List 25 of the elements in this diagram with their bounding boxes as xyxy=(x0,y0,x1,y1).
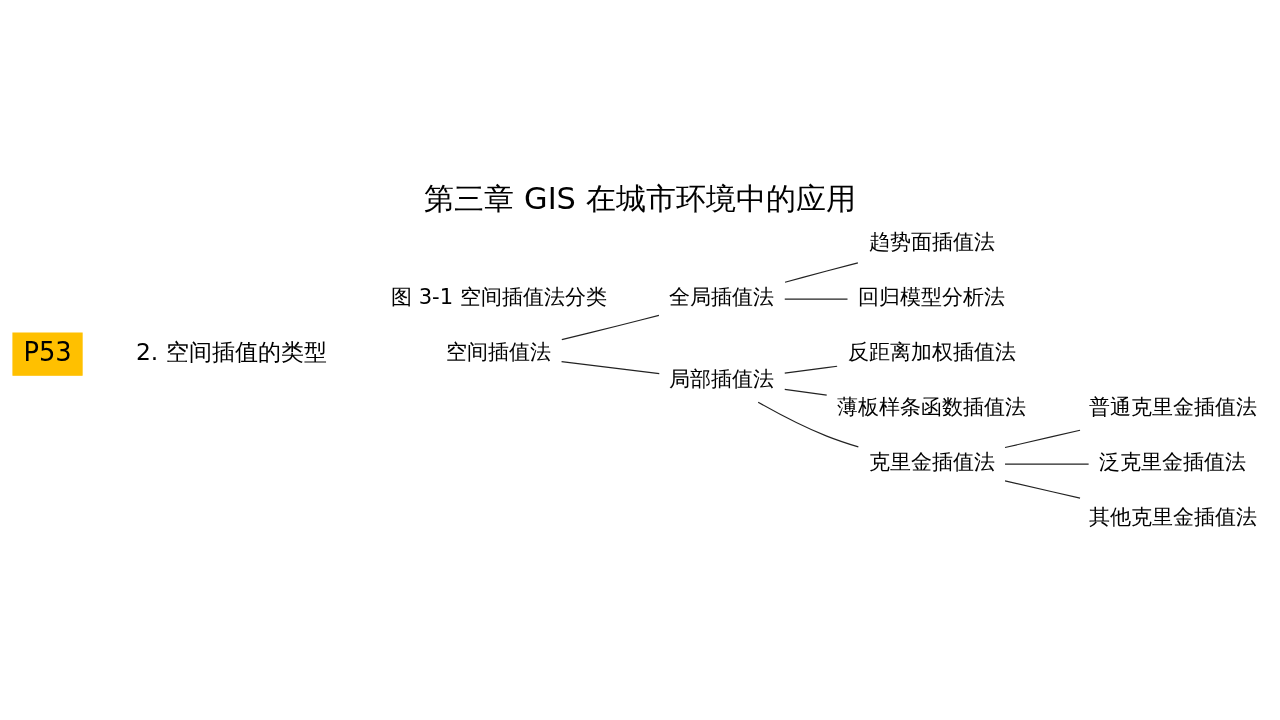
connector xyxy=(561,314,660,341)
connector xyxy=(1004,480,1081,499)
node-text: 局部插值法 xyxy=(669,366,775,392)
node-text: 其他克里金插值法 xyxy=(1088,504,1257,530)
node-text: 趋势面插值法 xyxy=(868,229,995,255)
node-text: 泛克里金插值法 xyxy=(1099,449,1247,475)
node-text: 反距离加权插值法 xyxy=(847,339,1016,365)
connector xyxy=(1004,463,1090,465)
connector xyxy=(784,262,859,283)
node-text: 普通克里金插值法 xyxy=(1088,394,1257,420)
connector xyxy=(784,365,838,374)
connector xyxy=(784,298,849,300)
connector xyxy=(560,361,660,375)
caption: 图 3-1 空间插值法分类 xyxy=(391,284,607,310)
node-box: P53 xyxy=(12,332,83,376)
node-text: 克里金插值法 xyxy=(868,449,995,475)
label: 2. 空间插值的类型 xyxy=(135,338,327,366)
connector xyxy=(1004,429,1081,449)
node-text: 空间插值法 xyxy=(446,339,552,365)
node-text: 薄板样条函数插值法 xyxy=(837,394,1027,420)
connector xyxy=(784,388,828,396)
connector xyxy=(757,401,859,448)
node-text: 全局插值法 xyxy=(669,284,775,310)
node-text: 回归模型分析法 xyxy=(858,284,1006,310)
diagram-title: 第三章 GIS 在城市环境中的应用 xyxy=(424,180,856,216)
